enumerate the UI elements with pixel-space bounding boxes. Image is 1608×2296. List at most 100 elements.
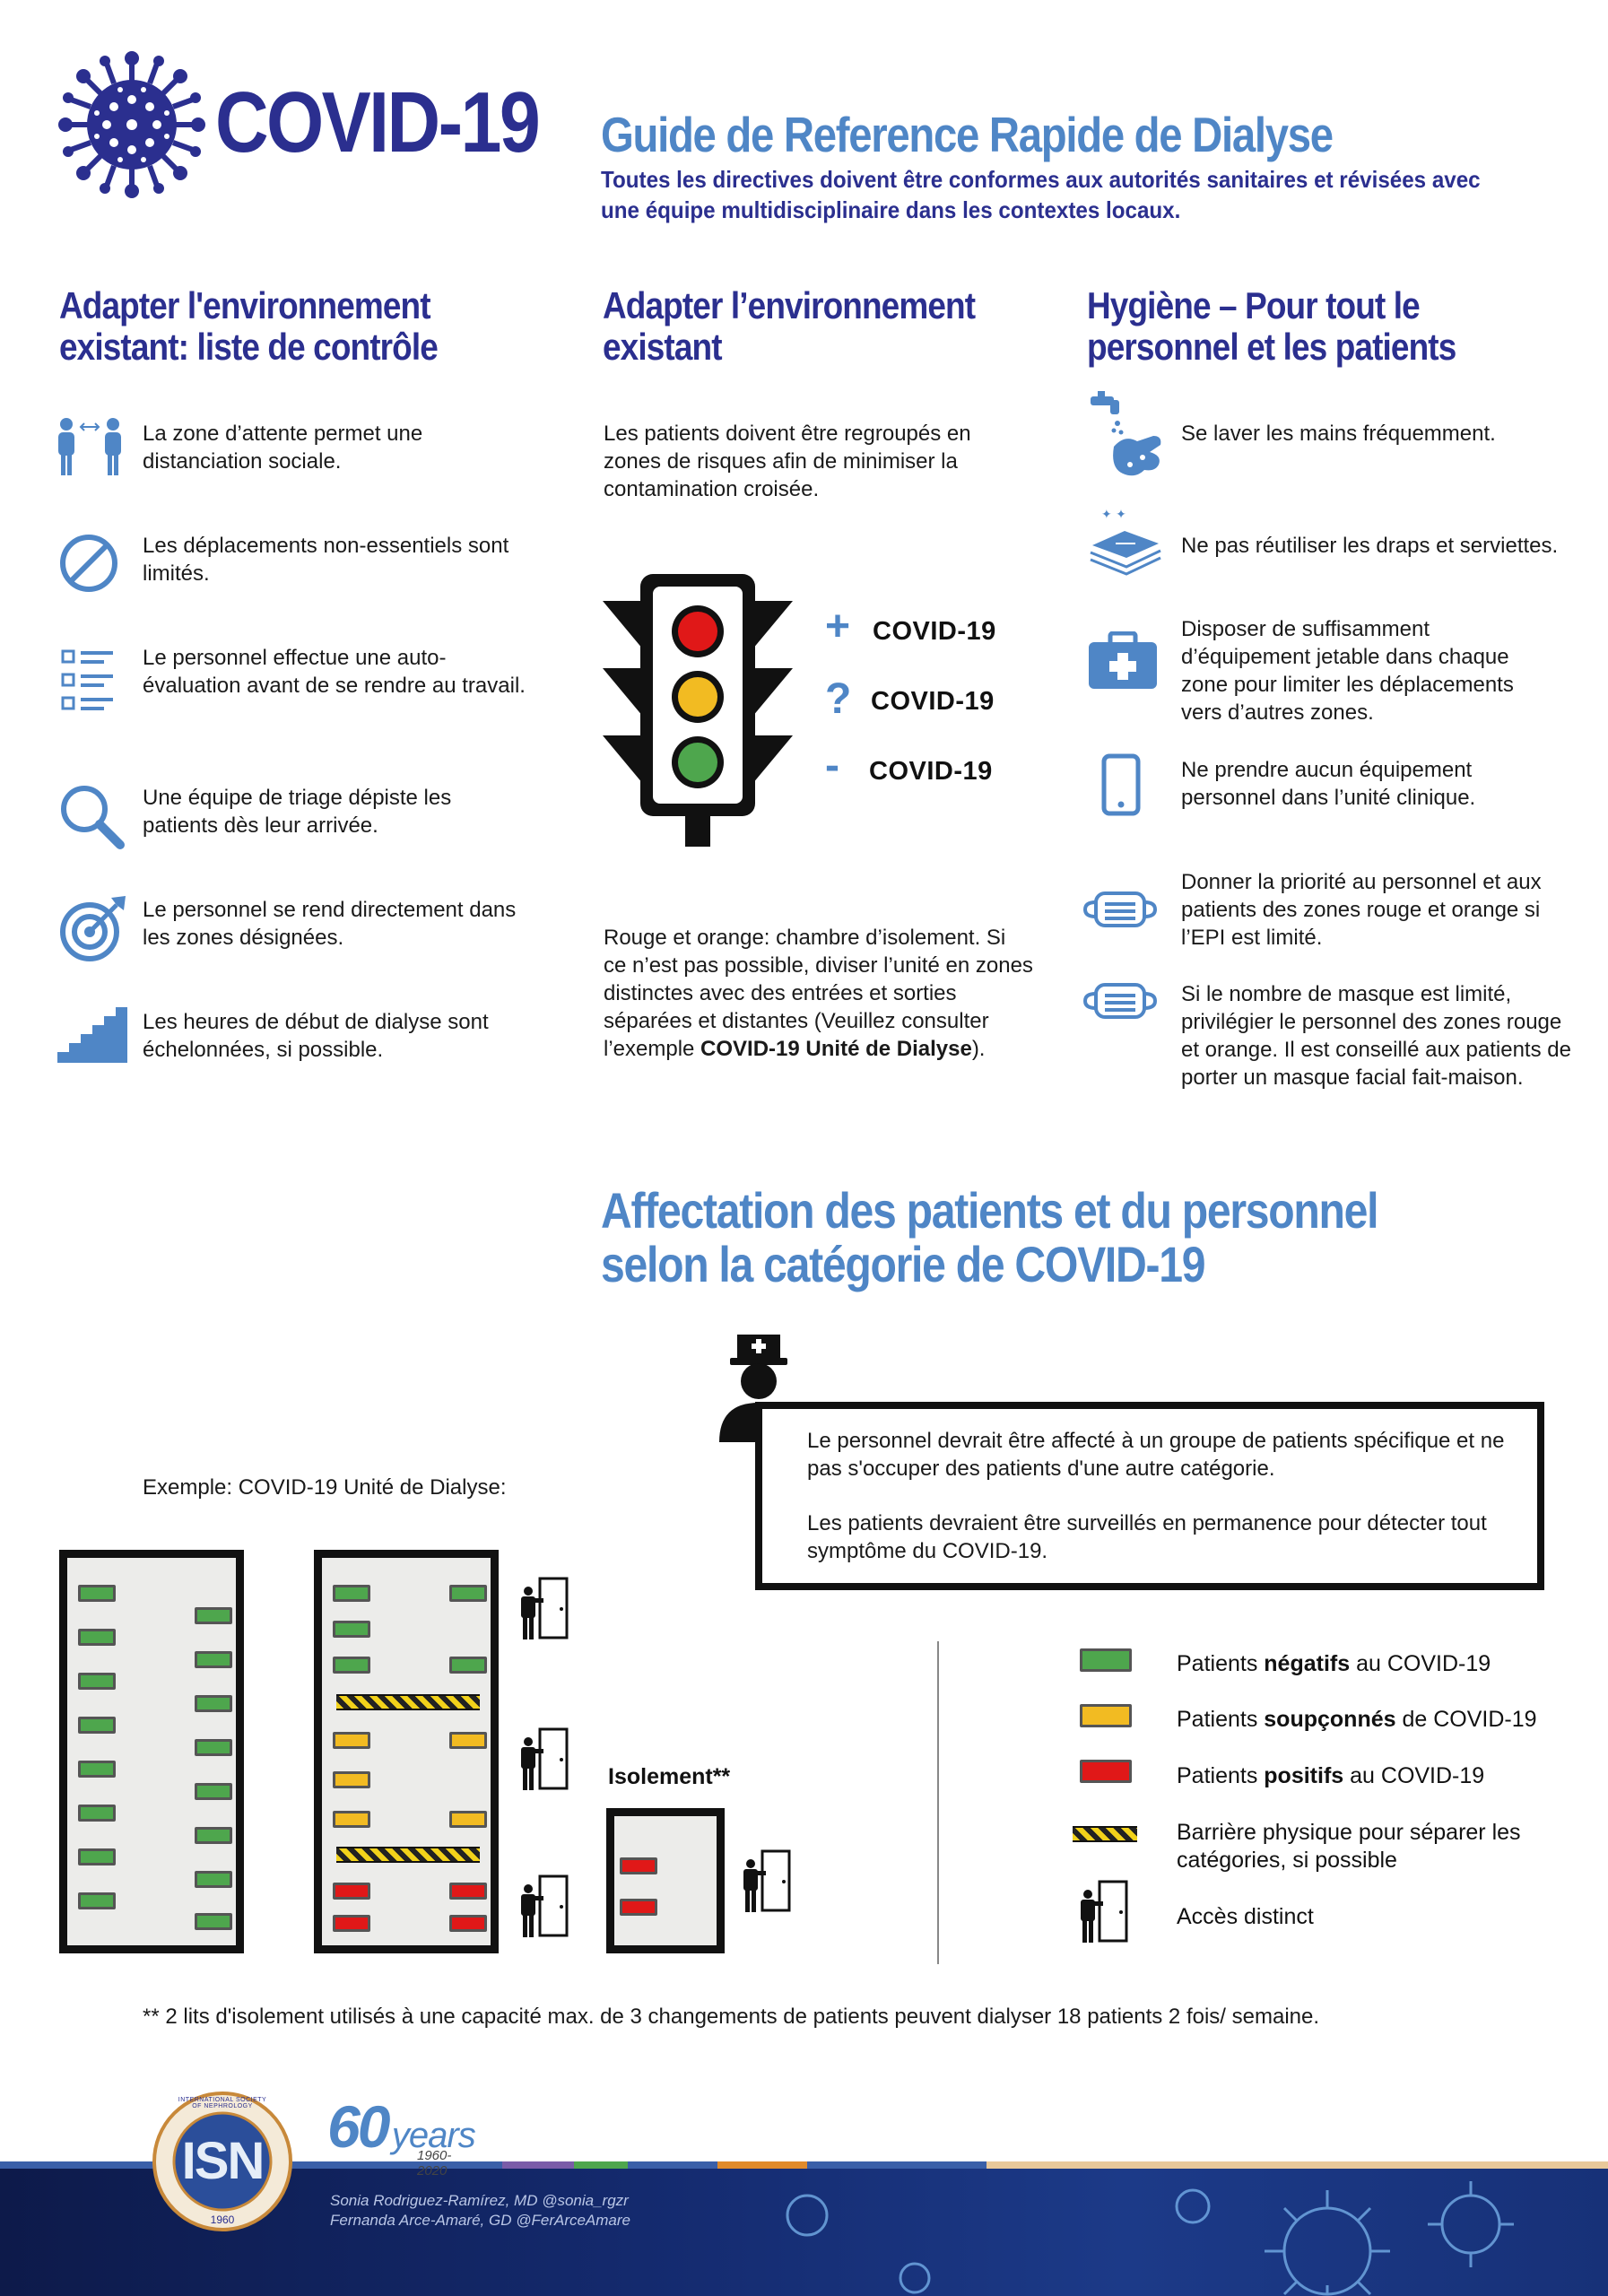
bed-negative (78, 1848, 116, 1866)
dialysis-unit-standard (59, 1550, 244, 1953)
prohibited-icon (57, 532, 120, 599)
example-label: Exemple: COVID-19 Unité de Dialyse: (143, 1475, 507, 1500)
traffic-light-icon (603, 574, 793, 852)
isn-ring-text: INTERNATIONAL SOCIETY OF NEPHROLOGY (178, 2097, 267, 2109)
target-icon (57, 892, 129, 969)
col3-item-4: Ne prendre aucun équipement personnel da… (1181, 758, 1476, 810)
bed-suspected (333, 1811, 370, 1828)
credit-line-1: Sonia Rodriguez-Ramírez, MD @sonia_rgzr (330, 2192, 629, 2209)
barrier (336, 1694, 480, 1710)
barrier (336, 1847, 480, 1863)
legend-door-icon (1076, 1880, 1130, 1949)
bed-suspected (333, 1732, 370, 1749)
col1-item-4: Une équipe de triage dépiste les patient… (143, 786, 452, 838)
negative-label: COVID-19 (869, 757, 993, 786)
col2-note-bold: COVID-19 Unité de Dialyse (700, 1037, 972, 1061)
col3-item-1: Se laver les mains fréquemment. (1181, 422, 1496, 446)
mask-icon (1082, 981, 1159, 1025)
bed-negative (78, 1761, 116, 1778)
bed-negative (78, 1892, 116, 1909)
virus-icon (58, 51, 205, 198)
bed-negative (195, 1739, 232, 1756)
footnote: ** 2 lits d'isolement utilisés à une cap… (143, 2005, 1320, 2029)
bed-negative (195, 1871, 232, 1888)
bed-suspected (449, 1811, 487, 1828)
door-access-icon (517, 1727, 570, 1796)
bed-positive (333, 1915, 370, 1932)
bed-negative (449, 1585, 487, 1602)
bed-positive (620, 1857, 657, 1874)
col2-note: Rouge et orange: chambre d’isolement. Si… (604, 924, 1034, 1063)
social-distance-icon (54, 416, 131, 482)
col1-item-1: La zone d’attente permet une distanciati… (143, 422, 423, 474)
bed-negative (333, 1621, 370, 1638)
credit-line-2: Fernanda Arce-Amaré, GD @FerArceAmare (330, 2212, 631, 2229)
bed-negative (78, 1805, 116, 1822)
isn-logo: ISN INTERNATIONAL SOCIETY OF NEPHROLOGY … (151, 2090, 294, 2233)
bed-negative (78, 1673, 116, 1690)
bed-negative (195, 1695, 232, 1712)
staff-info-p1: Le personnel devrait être affecté à un g… (807, 1429, 1505, 1481)
col2-heading: Adapter l’environnement existant (603, 284, 976, 368)
bed-suspected (333, 1771, 370, 1788)
years-word: years (391, 2116, 476, 2155)
legend-swatch-barrier (1073, 1826, 1137, 1842)
bed-negative (449, 1657, 487, 1674)
bed-negative (333, 1585, 370, 1602)
col3-item-2: Ne pas réutiliser les draps et serviette… (1181, 534, 1559, 558)
mask-icon (1082, 890, 1159, 934)
legend-divider (937, 1641, 939, 1964)
bed-positive (449, 1883, 487, 1900)
staff-info-box: Le personnel devrait être affecté à un g… (755, 1402, 1544, 1590)
magnifier-icon (57, 782, 127, 857)
isolation-room (606, 1808, 725, 1953)
legend-swatch-negative (1080, 1648, 1132, 1672)
isn-year: 1960 (210, 2213, 235, 2226)
legend-suspected: Patients soupçonnés de COVID-19 (1177, 1707, 1537, 1732)
allocation-title-line2: selon la catégorie de COVID-19 (601, 1236, 1206, 1292)
legend-swatch-positive (1080, 1760, 1132, 1783)
bed-negative (195, 1651, 232, 1668)
bed-negative (195, 1827, 232, 1844)
legend-negative: Patients négatifs au COVID-19 (1177, 1651, 1491, 1676)
col1-item-2: Les déplacements non-essentiels sont lim… (143, 534, 509, 586)
col1-heading: Adapter l'environnement existant: liste … (59, 284, 439, 368)
stairs-icon (57, 1007, 129, 1067)
isolation-label: Isolement** (608, 1764, 731, 1789)
bed-positive (620, 1899, 657, 1916)
positive-label: COVID-19 (873, 617, 996, 646)
logo-title: COVID-19 (215, 74, 541, 170)
bed-positive (333, 1883, 370, 1900)
legend-positive: Patients positifs au COVID-19 (1177, 1763, 1485, 1788)
bed-negative (78, 1585, 116, 1602)
svg-text:✦ ✦: ✦ ✦ (1101, 508, 1126, 522)
col1-item-6: Les heures de début de dialyse sont éche… (143, 1010, 489, 1062)
col3-item-5: Donner la priorité au personnel et aux p… (1181, 870, 1542, 950)
sixty-years-logo: 60 years 1960-2020 (327, 2092, 476, 2179)
towels-icon: ✦ ✦ (1087, 508, 1164, 580)
bed-negative (333, 1657, 370, 1674)
bed-negative (195, 1913, 232, 1930)
bed-positive (449, 1915, 487, 1932)
bed-negative (195, 1783, 232, 1800)
suspected-sign: ? (825, 675, 852, 723)
col2-intro: Les patients doivent être regroupés en z… (604, 422, 971, 501)
checklist-icon (61, 648, 117, 718)
col1-item-5: Le personnel se rend directement dans le… (143, 898, 517, 950)
door-access-icon (517, 1577, 570, 1646)
allocation-title: Affectation des patients et du personnel… (601, 1184, 1379, 1292)
col2-note-a: Rouge et orange: chambre d’isolement. Si… (604, 926, 1033, 1061)
positive-sign: + (825, 603, 851, 650)
col3-item-3: Disposer de suffisamment d’équipement je… (1181, 617, 1514, 725)
door-access-icon (517, 1874, 570, 1944)
bed-suspected (449, 1732, 487, 1749)
col3-item-6: Si le nombre de masque est limité, privi… (1181, 982, 1571, 1090)
door-access-icon (739, 1849, 793, 1918)
virus-decoration (0, 2161, 1608, 2296)
covid-logo (57, 50, 206, 199)
bed-negative (78, 1629, 116, 1646)
years-range: 1960-2020 (417, 2148, 452, 2179)
medical-kit-icon (1087, 631, 1159, 695)
bed-negative (195, 1607, 232, 1624)
phone-icon (1101, 753, 1141, 821)
